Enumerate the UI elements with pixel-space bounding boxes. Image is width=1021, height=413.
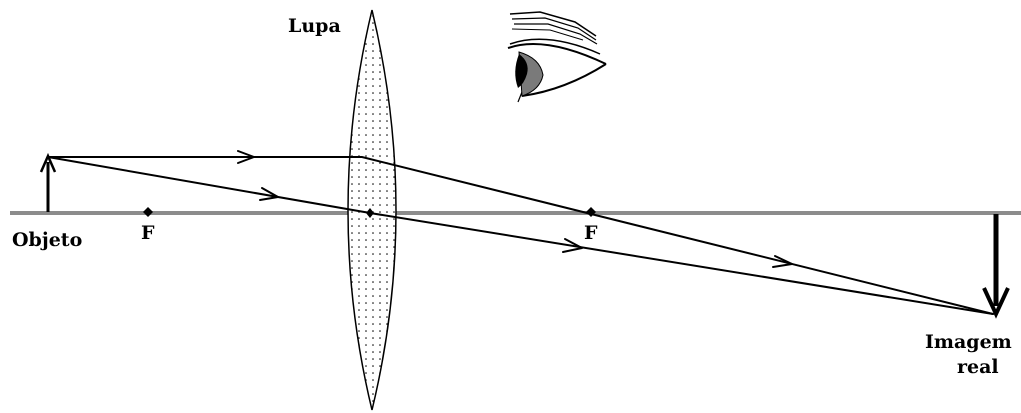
focus-label-left: F bbox=[141, 222, 155, 244]
image-arrow bbox=[982, 214, 1010, 319]
lens-label: Lupa bbox=[288, 15, 341, 37]
ray-arrow-head bbox=[562, 238, 583, 253]
image-label-line1: Imagem bbox=[925, 331, 1012, 353]
object-arrow bbox=[39, 152, 57, 212]
focus-point-left bbox=[143, 207, 153, 217]
ray-arrow-head bbox=[237, 150, 255, 164]
central-ray bbox=[47, 156, 994, 315]
lens bbox=[347, 9, 397, 411]
parallel-ray bbox=[47, 156, 994, 315]
lens-center-point bbox=[366, 208, 374, 218]
object-label: Objeto bbox=[12, 229, 82, 251]
ray-arrow-head bbox=[259, 187, 279, 201]
ray-arrow-head bbox=[772, 255, 793, 268]
focus-label-right: F bbox=[584, 222, 598, 244]
focus-point-right bbox=[586, 207, 596, 217]
eye-icon bbox=[507, 11, 607, 103]
image-label-line2: real bbox=[957, 356, 999, 378]
